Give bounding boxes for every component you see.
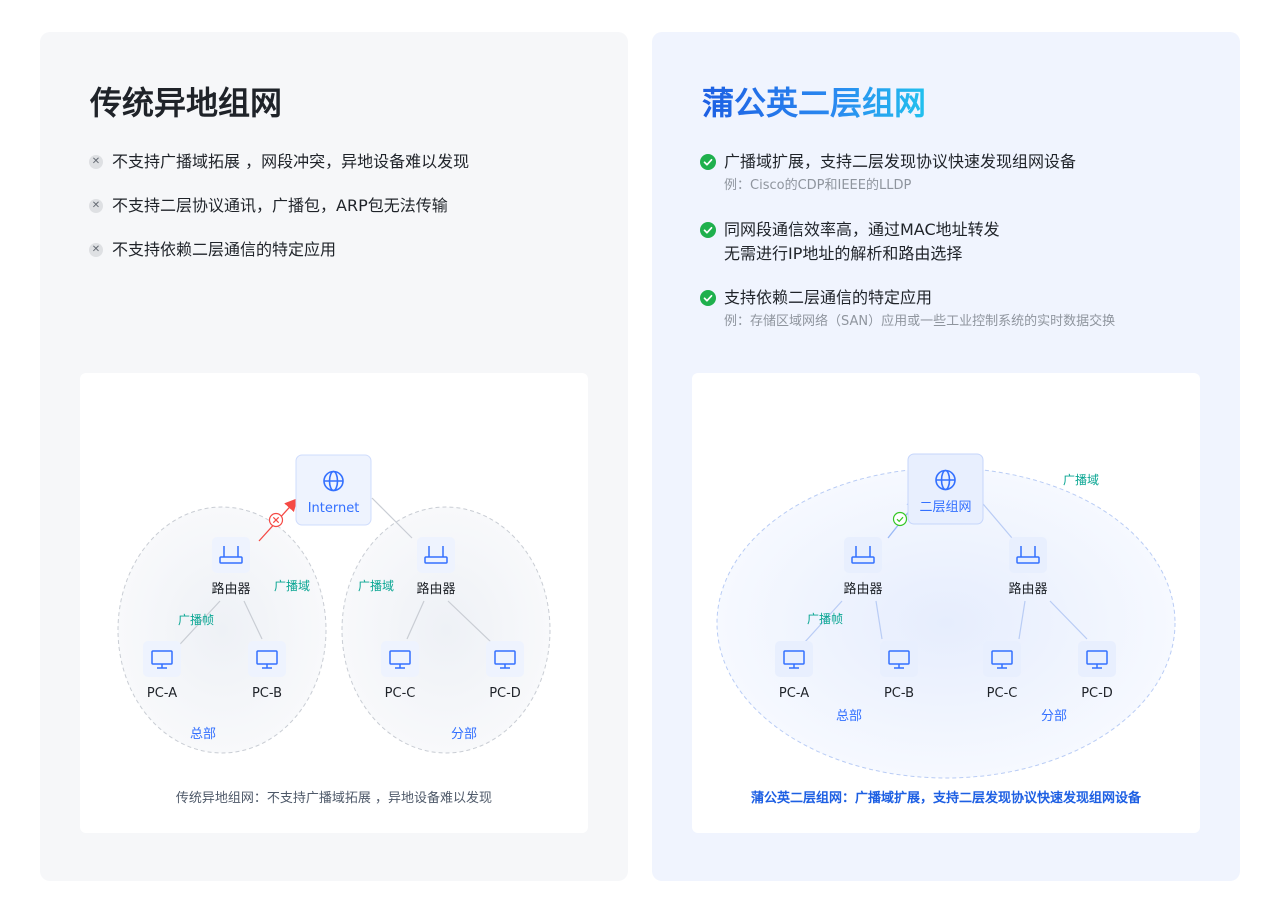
layer2-network-diagram: 二层组网 路由器 路由器 [716, 453, 1176, 779]
feature-item: 同网段通信效率高，通过MAC地址转发 无需进行IP地址的解析和路由选择 [700, 218, 1244, 266]
router-label: 路由器 [843, 581, 882, 597]
broadcast-domain-label: 广播域 [274, 579, 310, 593]
hq-label: 总部 [836, 709, 862, 724]
limitation-text: 不支持依赖二层通信的特定应用 [112, 240, 337, 259]
feature-example: 例：存储区域网络（SAN）应用或一些工业控制系统的实时数据交换 [724, 314, 1116, 329]
x-circle-icon: ✕ [89, 199, 103, 213]
hub-label: 二层组网 [919, 500, 971, 515]
feature-example: 例：Cisco的CDP和IEEE的LLDP [724, 178, 912, 193]
monitor-icon [256, 650, 278, 669]
router-label: 路由器 [211, 581, 250, 597]
panel-title: 传统异地组网 [90, 84, 283, 122]
router-icon [1016, 546, 1040, 564]
hq-label: 总部 [190, 727, 216, 742]
broadcast-domain-label: 广播域 [358, 579, 394, 593]
link-line [1018, 600, 1026, 640]
pc-label: PC-C [385, 686, 416, 701]
x-circle-icon: ✕ [89, 155, 103, 169]
pc-node: PC-C [381, 641, 419, 701]
pc-label: PC-A [779, 686, 809, 701]
monitor-icon [389, 650, 411, 669]
feature-text: 同网段通信效率高，通过MAC地址转发 [724, 220, 1000, 239]
traditional-network-diagram: Internet 路由器 路由器 [117, 454, 551, 754]
limitation-item: ✕ 不支持广播域拓展 ，网段冲突，异地设备难以发现 [88, 150, 632, 174]
uplink-line [977, 497, 1013, 539]
limitation-text: 不支持二层协议通讯，广播包，ARP包无法传输 [112, 196, 448, 215]
feature-text-line2: 无需进行IP地址的解析和路由选择 [724, 244, 963, 263]
pc-node: PC-A [143, 641, 181, 701]
internet-label: Internet [308, 501, 360, 516]
router-label: 路由器 [1008, 581, 1047, 597]
feature-text: 广播域扩展，支持二层发现协议快速发现组网设备 [724, 152, 1077, 171]
link-line [875, 600, 883, 640]
link-line [447, 600, 493, 644]
pc-label: PC-A [147, 686, 177, 701]
panel-title: 蒲公英二层组网 [702, 84, 927, 122]
internet-node: Internet [295, 454, 372, 526]
router-node: 路由器 [1008, 537, 1048, 597]
diagram-caption: 蒲公英二层组网：广播域扩展，支持二层发现协议快速发现组网设备 [750, 791, 1141, 806]
link-line [803, 600, 843, 644]
monitor-icon [991, 650, 1013, 669]
check-circle-icon [892, 511, 908, 527]
branch-label: 分部 [1041, 709, 1067, 724]
pc-label: PC-D [1081, 686, 1113, 701]
broadcast-domain-label: 广播域 [1063, 473, 1099, 487]
pc-node: PC-D [486, 641, 524, 701]
check-circle-icon [700, 222, 716, 238]
check-circle-icon [700, 290, 716, 306]
pc-label: PC-D [489, 686, 521, 701]
router-node: 路由器 [416, 537, 456, 597]
feature-item: 支持依赖二层通信的特定应用 例：存储区域网络（SAN）应用或一些工业控制系统的实… [700, 286, 1244, 332]
router-icon [851, 546, 875, 564]
branch-label: 分部 [451, 727, 477, 742]
pc-node: PC-A [775, 641, 813, 701]
feature-text: 支持依赖二层通信的特定应用 [724, 288, 933, 307]
pc-node: PC-B [248, 641, 286, 701]
pc-node: PC-B [880, 641, 918, 701]
traditional-networking-panel: 传统异地组网 ✕ 不支持广播域拓展 ，网段冲突，异地设备难以发现 ✕ 不支持二层… [40, 32, 628, 881]
feature-item: 广播域扩展，支持二层发现协议快速发现组网设备 例：Cisco的CDP和IEEE的… [700, 150, 1244, 196]
uplink-line [371, 497, 413, 539]
pgy-layer2-panel: 蒲公英二层组网 广播域扩展，支持二层发现协议快速发现组网设备 例：Cisco的C… [652, 32, 1240, 881]
router-node: 路由器 [211, 537, 251, 597]
pc-label: PC-B [884, 686, 914, 701]
limitation-text: 不支持广播域拓展 ，网段冲突，异地设备难以发现 [112, 152, 470, 171]
traditional-diagram-card: Internet 路由器 路由器 [80, 373, 588, 833]
link-line [1049, 600, 1088, 640]
link-line [406, 600, 425, 640]
pc-label: PC-C [987, 686, 1018, 701]
monitor-icon [888, 650, 910, 669]
branch-broadcast-region [341, 506, 551, 754]
monitor-icon [494, 650, 516, 669]
limitation-item: ✕ 不支持二层协议通讯，广播包，ARP包无法传输 [88, 194, 632, 218]
x-circle-icon: ✕ [89, 243, 103, 257]
globe-icon [323, 470, 344, 492]
link-line [243, 600, 263, 640]
limitation-item: ✕ 不支持依赖二层通信的特定应用 [88, 238, 632, 262]
pc-label: PC-B [252, 686, 282, 701]
hq-broadcast-region [117, 506, 327, 754]
monitor-icon [151, 650, 173, 669]
router-icon [219, 546, 243, 564]
monitor-icon [783, 650, 805, 669]
layer2-diagram-card: 二层组网 路由器 路由器 [692, 373, 1200, 833]
check-circle-icon [700, 154, 716, 170]
layer2-hub-node: 二层组网 [907, 453, 984, 525]
broadcast-frame-label: 广播帧 [807, 612, 843, 626]
x-circle-icon [268, 512, 284, 528]
monitor-icon [1086, 650, 1108, 669]
router-label: 路由器 [416, 581, 455, 597]
pc-node: PC-D [1078, 641, 1116, 701]
router-node: 路由器 [843, 537, 883, 597]
router-icon [424, 546, 448, 564]
globe-icon [935, 469, 956, 491]
broadcast-frame-label: 广播帧 [178, 613, 214, 627]
diagram-caption: 传统异地组网：不支持广播域拓展 ，异地设备难以发现 [175, 791, 493, 806]
pc-node: PC-C [983, 641, 1021, 701]
